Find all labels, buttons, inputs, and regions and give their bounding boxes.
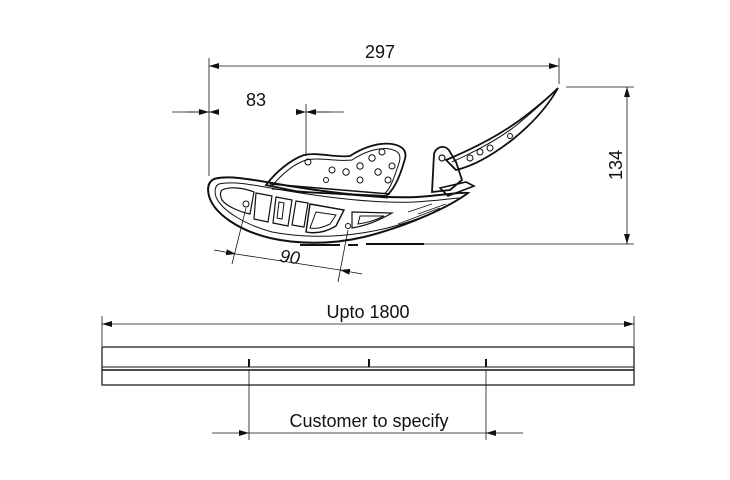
dimension-length: Upto 1800 xyxy=(101,302,635,346)
tail-fin xyxy=(431,87,559,197)
mounting-bracket xyxy=(264,142,407,199)
dimension-spacing-note-label: Customer to specify xyxy=(289,411,448,431)
dimension-overall-width: 297 xyxy=(208,42,560,176)
dimension-left-offset-label: 83 xyxy=(246,90,266,110)
dimension-height-label: 134 xyxy=(606,150,626,180)
dimension-hole-spacing: 90 xyxy=(213,207,363,283)
dimension-length-label: Upto 1800 xyxy=(326,302,409,322)
baseline-reference xyxy=(300,243,424,246)
dimension-spacing-note: Customer to specify xyxy=(212,370,523,440)
dimension-hole-spacing-label: 90 xyxy=(279,246,302,269)
dimension-left-offset: 83 xyxy=(172,90,344,156)
top-view-bar xyxy=(101,346,635,386)
dimension-height: 134 xyxy=(424,86,634,245)
dimension-overall-width-label: 297 xyxy=(365,42,395,62)
blade-profile xyxy=(207,176,471,244)
